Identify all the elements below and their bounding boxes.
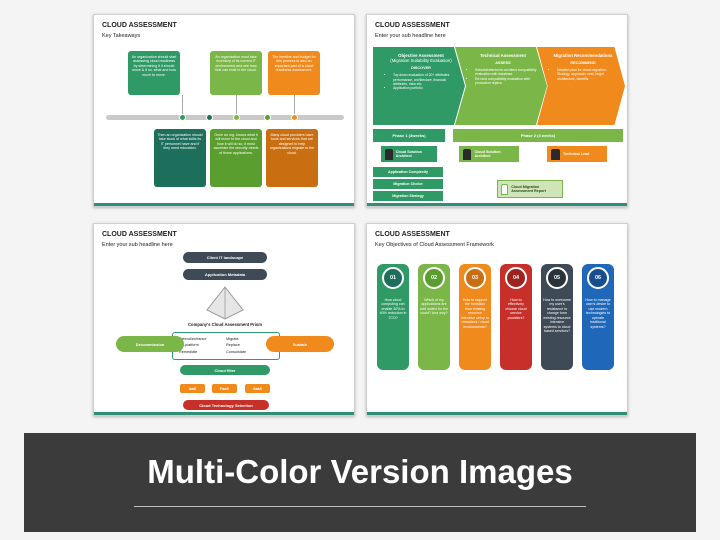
report-card: Cloud Migration Assessment Report: [497, 180, 563, 198]
slide-subtitle: Enter your sub headline here: [375, 33, 446, 39]
prism-icon: [206, 286, 244, 320]
slide-key-objectives[interactable]: CLOUD ASSESSMENT Key Objectives of Cloud…: [366, 223, 628, 416]
slide-subtitle: Key Objectives of Cloud Assessment Frame…: [375, 242, 494, 248]
slide-key-takeaways[interactable]: CLOUD ASSESSMENT Key Takeaways An organi…: [93, 14, 355, 207]
objective-number: 04: [505, 267, 527, 289]
chevron-title: Technical Assessment: [480, 53, 526, 58]
timeline-dot: [179, 114, 186, 121]
methods-box: Extend/enhance Migrate Re-platform Repla…: [172, 332, 280, 360]
objective-column: 03 How to support the transition from ex…: [459, 264, 491, 370]
method-item: Migrate: [226, 337, 239, 341]
document-icon: [501, 183, 509, 195]
pill-cloud-filter: Cloud filter: [180, 365, 270, 375]
objective-number: 01: [382, 267, 404, 289]
timeline-dot: [233, 114, 240, 121]
chevron-migration-recommendations: Migration Recommendations RECOMMEND Deta…: [537, 47, 625, 125]
phase-1-bar: Phase 1 (3weeks): [373, 129, 445, 142]
method-item: Re-platform: [179, 343, 199, 348]
takeaway-box-4: Then an organization should take stock o…: [154, 129, 206, 187]
slide-assessment-prism[interactable]: CLOUD ASSESSMENT Enter your sub headline…: [93, 223, 355, 416]
chevron-title: Migration Recommendations: [553, 53, 613, 58]
objective-number: 02: [423, 267, 445, 289]
slide-assessment-phases[interactable]: CLOUD ASSESSMENT Enter your sub headline…: [366, 14, 628, 207]
takeaway-box-1: An organization should start assessing c…: [128, 51, 180, 95]
objective-question: How to effectively choose cloud service …: [505, 298, 527, 320]
phase-2-bar: Phase 2 (4 weeks): [453, 129, 623, 142]
chevron-title: Objective Assessment: [398, 53, 444, 58]
slide-title: CLOUD ASSESSMENT: [375, 22, 450, 29]
list-item: Application Complexity: [373, 167, 443, 177]
timeline-dot: [291, 114, 298, 121]
takeaway-box-6: Many cloud providers have tools and serv…: [266, 129, 318, 187]
method-item: Replace: [226, 343, 240, 348]
pill-sustain: Sustain: [266, 336, 334, 352]
slide-title: CLOUD ASSESSMENT: [375, 231, 450, 238]
person-icon: [551, 148, 560, 160]
chevron-keyword: ASSESS: [495, 61, 511, 66]
slide-footer-bar: [367, 203, 627, 206]
objective-column: 04 How to effectively choose cloud servi…: [500, 264, 532, 370]
person-icon: [385, 148, 393, 160]
objective-question: How to overcome my user's resistance to …: [543, 298, 571, 334]
list-item: Migration Choice: [373, 179, 443, 189]
objective-number: 05: [546, 267, 568, 289]
method-item: Remediate: [179, 349, 198, 354]
service-saas: SaaS: [245, 384, 270, 393]
timeline-dot: [206, 114, 213, 121]
slide-footer-bar: [94, 412, 354, 415]
objective-column: 06 How to manage user's desire to use mo…: [582, 264, 614, 370]
takeaway-box-5: Once an org. knows what it will move to …: [210, 129, 262, 187]
timeline-dot: [264, 114, 271, 121]
person-icon: [463, 148, 472, 160]
slide-title: CLOUD ASSESSMENT: [102, 231, 177, 238]
chevron-technical-assessment: Technical Assessment ASSESS Rebuild/refa…: [455, 47, 547, 125]
banner: Multi-Color Version Images: [24, 433, 696, 532]
timeline-bar: [106, 115, 344, 120]
objective-column: 02 Which of my applications are well sui…: [418, 264, 450, 370]
chevron-note: (Migration Suitability Evaluation): [390, 58, 452, 64]
objective-number: 03: [464, 267, 486, 289]
takeaway-box-2: An organization must take inventory of i…: [210, 51, 262, 95]
chevron-keyword: RECOMMEND: [570, 61, 596, 66]
objective-question: How to support the transition from exist…: [461, 298, 489, 329]
chevron-bullet: Top down evaluation of 20+ attributes pe…: [393, 73, 455, 86]
slide-footer-bar: [367, 412, 627, 415]
takeaway-box-3: The timeline and budget for this process…: [268, 51, 320, 95]
role-card: Cloud Solution Architect: [381, 146, 437, 162]
banner-title: Multi-Color Version Images: [147, 453, 573, 490]
objective-column: 05 How to overcome my user's resistance …: [541, 264, 573, 370]
pill-decommission: Decommission: [116, 336, 184, 352]
service-paas: PaaS: [212, 384, 237, 393]
chevron-bullet: Rebuild/refactor/re-architect compatibil…: [475, 68, 537, 77]
slide-subtitle: Enter your sub headline here: [102, 242, 173, 248]
slide-footer-bar: [94, 203, 354, 206]
chevron-bullet: Application portfolio: [393, 86, 455, 90]
pill-application-metadata: Application Metadata: [183, 269, 267, 280]
objective-column: 01 How cloud computing can enable 30% to…: [377, 264, 409, 370]
list-item: Migration Strategy: [373, 191, 443, 201]
role-card: Technical Lead: [547, 146, 607, 162]
banner-divider: [134, 506, 586, 507]
slide-title: CLOUD ASSESSMENT: [102, 22, 177, 29]
chevron-keyword: DISCOVER: [411, 66, 431, 71]
prism-label: Company's Cloud Assessment Prism: [188, 322, 262, 327]
pill-technology-selection: Cloud Technology Selection: [183, 400, 269, 410]
objective-question: How to manage user's desire to use moder…: [585, 298, 611, 329]
objective-question: How cloud computing can enable 30% to 40…: [379, 298, 407, 320]
chevron-objective-assessment: Objective Assessment (Migration Suitabil…: [373, 47, 465, 125]
role-card: Cloud Solution Architect: [459, 146, 519, 162]
method-item: Consolidate: [226, 349, 247, 354]
chevron-bullet: Detailed plan for cloud migration- Strat…: [557, 68, 615, 81]
connector: [236, 95, 237, 115]
service-iaas: IaaS: [180, 384, 205, 393]
method-item: Extend/enhance: [179, 337, 207, 341]
connector: [182, 95, 183, 115]
objective-number: 06: [587, 267, 609, 289]
connector: [294, 95, 295, 115]
chevron-bullet: Re-host compatibility evaluation with pr…: [475, 77, 537, 86]
pill-client-landscape: Client IT landscape: [183, 252, 267, 263]
slide-subtitle: Key Takeaways: [102, 33, 141, 39]
objective-question: Which of my applications are well suited…: [420, 298, 448, 316]
